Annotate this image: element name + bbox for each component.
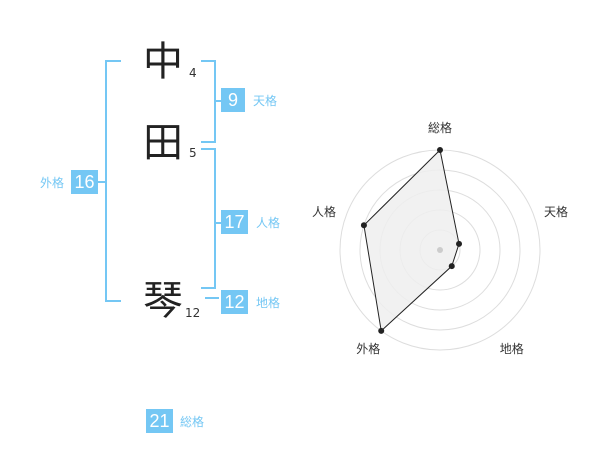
radar-point-1 [456, 240, 463, 247]
name-char-1: 中 [143, 39, 183, 85]
radar-ring [419, 229, 461, 271]
chikaku-connector [205, 297, 219, 299]
stroke-count-3: 12 [185, 306, 201, 320]
soukaku-value: 21 [146, 409, 173, 433]
radar-axis-label-tenkaku: 天格 [544, 205, 569, 220]
radar-point-0 [437, 147, 443, 153]
radar-ring [399, 209, 481, 291]
chikaku-label: 地格 [256, 296, 281, 310]
gaikaku-connector [98, 181, 105, 183]
name-char-2: 田 [143, 120, 183, 166]
gaikaku-value: 16 [71, 170, 98, 194]
jinkaku-label: 人格 [256, 216, 281, 230]
soukaku-label: 総格 [180, 415, 205, 429]
radar-ring [359, 169, 521, 331]
radar-axis-label-jinkaku: 人格 [311, 205, 336, 220]
tenkaku-connector [214, 100, 221, 102]
tenkaku-label: 天格 [253, 94, 278, 108]
jinkaku-connector [214, 222, 221, 224]
radar-center-dot [437, 247, 443, 253]
radar-polygon [363, 148, 460, 332]
radar-rings [339, 149, 541, 351]
jinkaku-value: 17 [221, 210, 248, 234]
radar-axis-label-gaikaku: 外格 [356, 341, 381, 356]
radar-points [360, 147, 463, 334]
name-char-3: 琴 [143, 278, 183, 324]
chikaku-value: 12 [221, 290, 248, 314]
jinkaku-bracket [201, 148, 216, 289]
radar-axis-label-soukaku: 総格 [428, 121, 453, 135]
radar-point-2 [448, 263, 455, 270]
gaikaku-label: 外格 [40, 176, 65, 190]
tenkaku-value: 9 [221, 88, 245, 112]
radar-axis-label-chikaku: 地格 [499, 341, 524, 356]
stroke-count-2: 5 [189, 146, 197, 160]
gaikaku-bracket [105, 60, 121, 302]
radar-point-3 [378, 327, 385, 334]
radar-ring [379, 189, 501, 311]
stroke-count-1: 4 [189, 66, 197, 80]
radar-point-4 [360, 222, 367, 229]
radar-ring [339, 149, 541, 351]
